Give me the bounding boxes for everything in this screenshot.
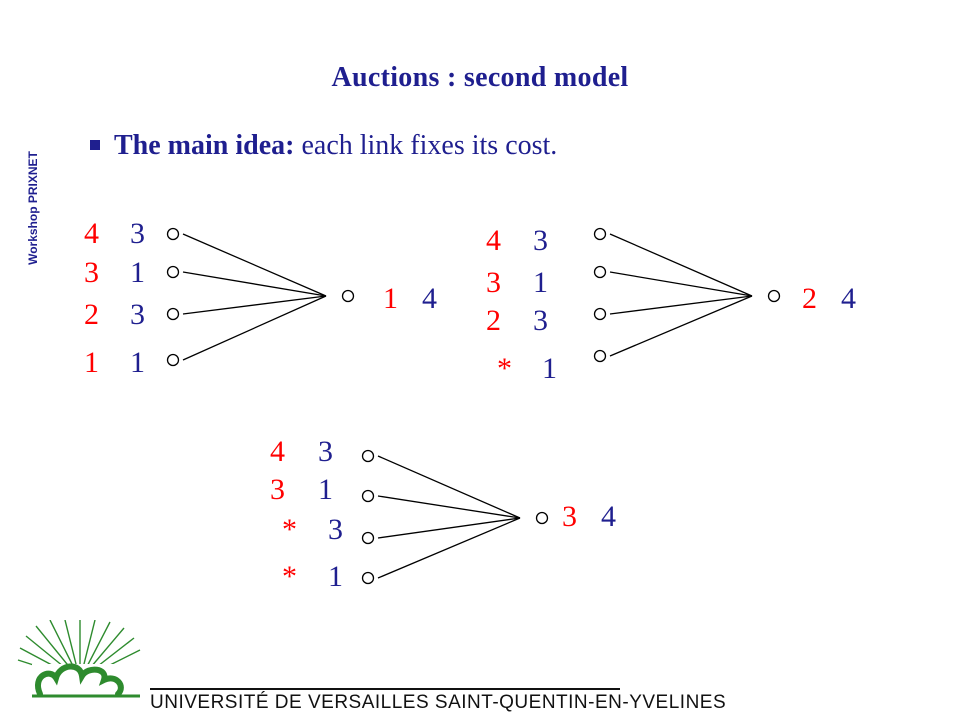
link-edge (377, 455, 521, 519)
hub-node (341, 289, 355, 303)
link-node (166, 265, 180, 279)
link-node (593, 227, 607, 241)
link-edge (377, 517, 521, 579)
footer-rule (150, 688, 620, 690)
result-left-value: 3 (562, 500, 577, 533)
bid-right-value: 1 (533, 266, 548, 299)
bid-right-value: 1 (542, 352, 557, 385)
link-edge (182, 295, 327, 315)
link-edge (609, 295, 753, 357)
bid-right-value: 3 (130, 217, 145, 250)
bid-left-value: 3 (486, 266, 501, 299)
university-logo (17, 620, 141, 698)
link-node (166, 227, 180, 241)
bid-left-value: * (497, 352, 512, 385)
hub-node (767, 289, 781, 303)
logo-cloud-icon (35, 663, 124, 697)
result-right-value: 4 (422, 282, 437, 315)
bullet-text: each link fixes its cost. (294, 130, 558, 161)
link-node (593, 307, 607, 321)
link-node (166, 353, 180, 367)
bid-right-value: 1 (130, 256, 145, 289)
result-left-value: 1 (383, 282, 398, 315)
result-left-value: 2 (802, 282, 817, 315)
bid-left-value: 1 (84, 346, 99, 379)
link-node (361, 449, 375, 463)
main-idea-bullet: The main idea: each link fixes its cost. (90, 130, 557, 162)
bid-left-value: 4 (84, 217, 99, 250)
hub-node (535, 511, 549, 525)
bullet-bold-text: The main idea: (114, 130, 295, 161)
link-node (593, 265, 607, 279)
link-node (593, 349, 607, 363)
link-edge (182, 295, 327, 361)
bid-left-value: 2 (486, 304, 501, 337)
link-edge (182, 233, 327, 297)
bid-left-value: 4 (486, 224, 501, 257)
link-edge (609, 295, 753, 315)
result-right-value: 4 (841, 282, 856, 315)
result-right-value: 4 (601, 500, 616, 533)
bid-left-value: 2 (84, 298, 99, 331)
bid-right-value: 3 (533, 304, 548, 337)
university-name: UNIVERSITÉ DE VERSAILLES SAINT-QUENTIN-E… (150, 692, 727, 713)
bid-left-value: * (282, 560, 297, 593)
slide-title: Auctions : second model (331, 62, 629, 93)
link-edge (377, 517, 521, 539)
bid-left-value: * (282, 513, 297, 546)
bid-right-value: 3 (533, 224, 548, 257)
bid-left-value: 3 (270, 473, 285, 506)
link-edge (609, 233, 753, 297)
link-node (361, 531, 375, 545)
link-node (361, 489, 375, 503)
bid-right-value: 3 (328, 513, 343, 546)
link-edge (182, 271, 327, 297)
bid-right-value: 1 (328, 560, 343, 593)
bid-right-value: 1 (318, 473, 333, 506)
bid-right-value: 3 (318, 435, 333, 468)
bid-left-value: 4 (270, 435, 285, 468)
link-edge (377, 495, 521, 519)
link-edge (609, 271, 753, 297)
link-node (166, 307, 180, 321)
bid-left-value: 3 (84, 256, 99, 289)
bid-right-value: 1 (130, 346, 145, 379)
bullet-square-icon (90, 139, 100, 150)
bid-right-value: 3 (130, 298, 145, 331)
link-node (361, 571, 375, 585)
